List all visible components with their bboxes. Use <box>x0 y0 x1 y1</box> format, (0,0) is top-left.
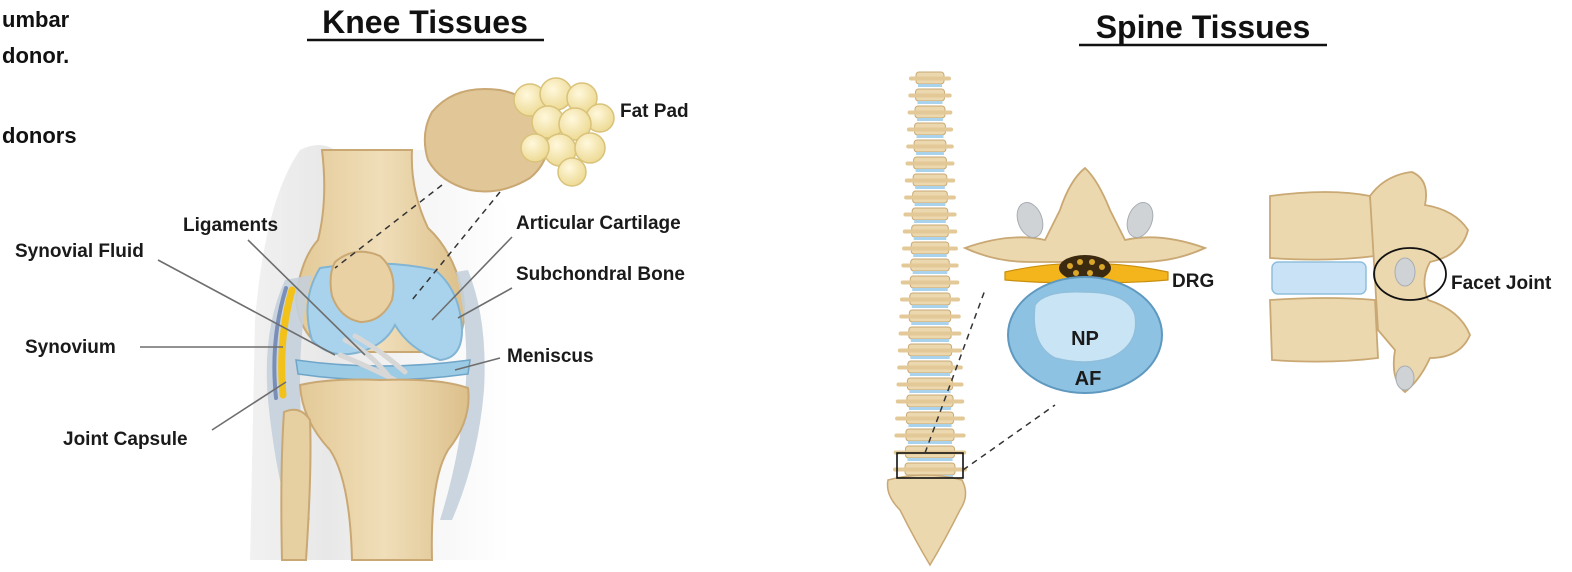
intervertebral-disc <box>918 84 942 87</box>
intervertebral-disc <box>918 101 943 104</box>
label-ligaments: Ligaments <box>183 215 278 236</box>
intervertebral-disc <box>916 152 944 155</box>
intervertebral-disc <box>916 169 945 172</box>
label-af: AF <box>1075 368 1102 390</box>
intervertebral-disc <box>914 237 947 240</box>
intervertebral-disc <box>910 373 950 376</box>
intervertebral-disc <box>915 186 945 189</box>
fibula-bone <box>281 410 310 560</box>
cutoff-text-line1: umbar <box>2 7 70 32</box>
label-subchondral-bone: Subchondral Bone <box>516 264 685 285</box>
intervertebral-disc <box>912 288 947 291</box>
vertebra-process <box>896 400 964 404</box>
disc-zoom-line-1 <box>963 405 1055 470</box>
cutoff-text-line3: donors <box>2 123 77 148</box>
intervertebral-disc <box>909 407 951 410</box>
spine-title: Spine Tissues <box>1096 9 1311 45</box>
knee-panel: Knee Tissues <box>15 4 689 560</box>
intervertebral-disc <box>907 458 952 461</box>
axial-vertebra: NP AF <box>965 168 1205 393</box>
vertebral-column <box>893 72 967 478</box>
vertebra-process <box>901 264 958 268</box>
facet-surface-right <box>1123 199 1158 241</box>
lateral-vertebrae <box>1270 172 1470 392</box>
intervertebral-disc <box>909 390 950 393</box>
vertebra-process <box>908 94 951 98</box>
vertebra-posterior-arch <box>965 168 1205 262</box>
intervertebral-disc <box>911 322 948 325</box>
intervertebral-disc <box>915 203 946 206</box>
vertebra-process <box>906 162 955 166</box>
facet-surface-left <box>1013 199 1048 241</box>
vertebra-process <box>907 128 953 132</box>
upper-vertebral-body <box>1270 192 1375 260</box>
label-facet-joint: Facet Joint <box>1451 273 1552 294</box>
lower-vertebral-body <box>1270 298 1378 362</box>
vertebra-process <box>899 332 962 336</box>
vertebra-process <box>902 247 958 251</box>
nucleus-pulposus <box>1034 292 1136 362</box>
patella-bone <box>331 252 394 322</box>
spine-panel: Spine Tissues NP <box>888 9 1552 565</box>
lateral-disc <box>1272 262 1366 294</box>
cutoff-text-line2: donor. <box>2 43 69 68</box>
label-drg: DRG <box>1172 271 1214 292</box>
vertebra-process <box>898 349 962 353</box>
intervertebral-disc <box>917 135 944 138</box>
intervertebral-disc <box>912 305 948 308</box>
label-articular-cartilage: Articular Cartilage <box>516 213 681 234</box>
vertebra-process <box>896 383 963 387</box>
label-fat-pad: Fat Pad <box>620 101 689 122</box>
intervertebral-disc <box>914 220 946 223</box>
knee-title: Knee Tissues <box>322 4 528 40</box>
vertebra-process <box>903 230 958 234</box>
intervertebral-disc <box>910 356 949 359</box>
label-np: NP <box>1071 328 1099 350</box>
vertebra-process <box>893 468 967 472</box>
vertebra-process <box>905 179 955 183</box>
intervertebral-disc <box>908 424 951 427</box>
vertebra-process <box>897 366 963 370</box>
facet-cartilage <box>1395 258 1415 286</box>
label-joint-capsule: Joint Capsule <box>63 429 188 450</box>
vertebra-process <box>899 315 960 319</box>
intervertebral-disc <box>913 271 948 274</box>
label-meniscus: Meniscus <box>507 346 594 367</box>
sacrum <box>888 475 966 565</box>
vertebra-process <box>900 298 960 302</box>
vertebra-process <box>903 213 956 217</box>
vertebra-process <box>909 77 951 81</box>
vertebra-process <box>904 196 956 200</box>
intervertebral-disc <box>917 118 943 121</box>
label-synovium: Synovium <box>25 337 116 358</box>
intervertebral-disc <box>913 254 947 257</box>
lower-facet-surface <box>1396 366 1414 390</box>
vertebra-process <box>895 417 965 421</box>
vertebra-process <box>901 281 960 285</box>
label-synovial-fluid: Synovial Fluid <box>15 241 144 262</box>
vertebra-process <box>894 434 965 438</box>
vertebra-process <box>906 145 954 149</box>
intervertebral-disc <box>911 339 949 342</box>
vertebra-process <box>908 111 953 115</box>
